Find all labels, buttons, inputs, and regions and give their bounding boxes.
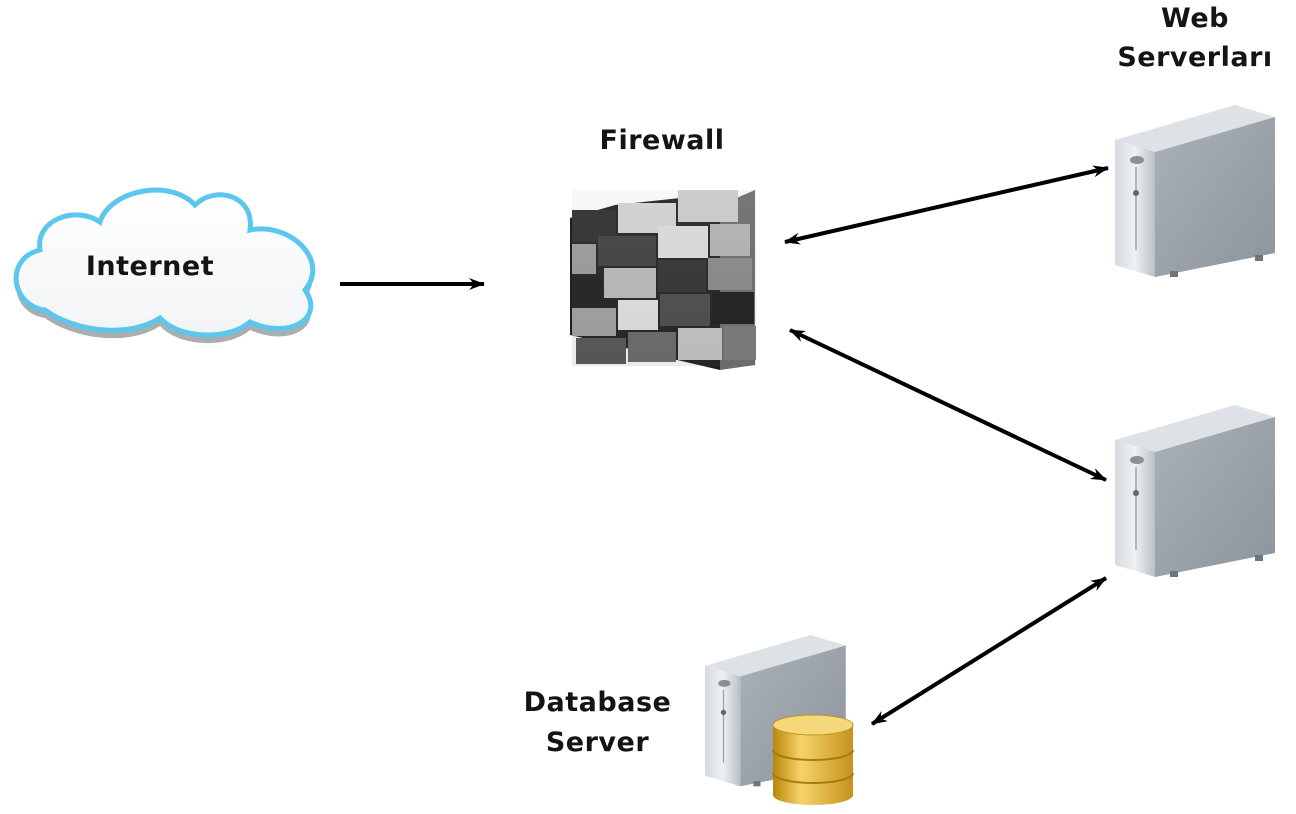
internet-label: Internet — [85, 251, 215, 282]
database-server-label-line2: Server — [545, 727, 650, 758]
database-server-icon — [704, 634, 854, 805]
arrow-firewall-web2 — [789, 328, 1107, 482]
firewall-brick-wall-icon — [570, 190, 756, 370]
web-server-1-icon — [1114, 104, 1276, 278]
web-servers-label-line2: Serverları — [1117, 42, 1273, 73]
arrow-firewall-web1 — [784, 165, 1109, 245]
database-server-label-line1: Database — [523, 687, 672, 718]
connection-arrows — [340, 165, 1109, 726]
database-cylinder-icon — [772, 714, 854, 805]
cloud-icon — [13, 187, 316, 344]
arrow-database-web2 — [870, 576, 1108, 726]
firewall-label: Firewall — [599, 125, 725, 156]
web-server-2-icon — [1114, 404, 1276, 578]
web-servers-label-line1: Web — [1161, 3, 1229, 34]
